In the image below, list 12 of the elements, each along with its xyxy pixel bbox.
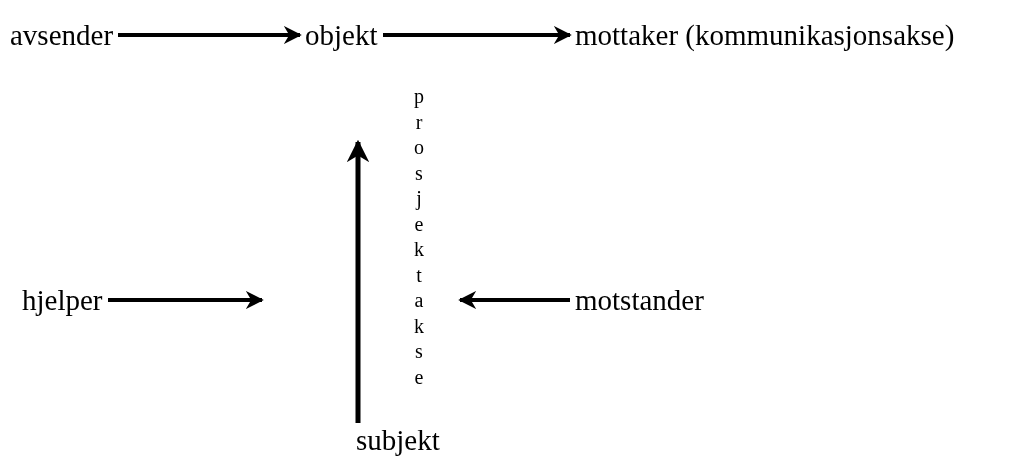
edge-label: prosjektakse [414,84,424,390]
node-label: hjelper [22,283,103,317]
node-label: avsender [10,18,114,52]
node-label: subjekt [356,423,440,457]
node-label: objekt [305,18,378,52]
arrow [108,291,264,309]
arrow [118,26,302,44]
arrow [346,139,370,423]
node-label: motstander [575,283,704,317]
arrow [458,291,570,309]
node-label: mottaker (kommunikasjonsakse) [575,18,955,52]
arrow [383,26,572,44]
